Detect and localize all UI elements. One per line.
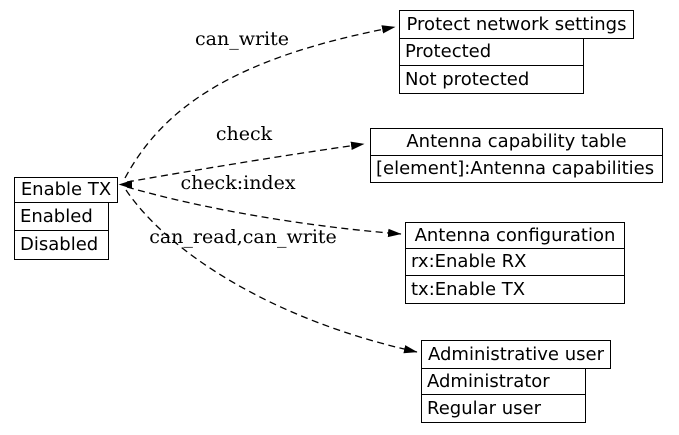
edge-check	[126, 141, 365, 183]
node-antenna-configuration: Antenna configuration rx:Enable RX tx:En…	[405, 222, 625, 304]
edge-check-index	[126, 186, 402, 238]
edge-label-check-index: check:index	[180, 172, 296, 194]
node-administrative-user-row-regular-user: Regular user	[421, 394, 586, 423]
edge-label-can-read-can-write: can_read,can_write	[149, 226, 337, 248]
node-antenna-capability-table: Antenna capability table [element]:Anten…	[370, 128, 663, 183]
edge-label-check: check	[215, 123, 273, 145]
node-protect-network-settings-title: Protect network settings	[399, 10, 634, 39]
node-antenna-capability-table-title: Antenna capability table	[370, 128, 663, 156]
node-enable-tx: Enable TX Enabled Disabled	[14, 177, 118, 260]
node-enable-tx-row-enabled: Enabled	[14, 202, 109, 231]
node-antenna-capability-table-row-element: [element]:Antenna capabilities	[370, 155, 663, 183]
arrowhead-into-enable-tx-icon	[118, 180, 132, 189]
node-enable-tx-title: Enable TX	[14, 177, 118, 203]
node-antenna-configuration-row-tx: tx:Enable TX	[405, 275, 625, 304]
node-protect-network-settings-row-protected: Protected	[399, 38, 584, 66]
node-antenna-configuration-row-rx: rx:Enable RX	[405, 248, 625, 276]
node-antenna-configuration-title: Antenna configuration	[405, 222, 625, 249]
node-administrative-user: Administrative user Administrator Regula…	[421, 340, 611, 423]
node-protect-network-settings: Protect network settings Protected Not p…	[399, 10, 634, 94]
edge-label-can-write: can_write	[194, 28, 290, 50]
node-administrative-user-row-administrator: Administrator	[421, 368, 586, 395]
node-enable-tx-row-disabled: Disabled	[14, 230, 109, 260]
edge-can-read-can-write	[125, 189, 418, 354]
edge-can-write	[124, 25, 396, 179]
node-administrative-user-title: Administrative user	[421, 340, 611, 369]
node-protect-network-settings-row-not-protected: Not protected	[399, 65, 584, 94]
